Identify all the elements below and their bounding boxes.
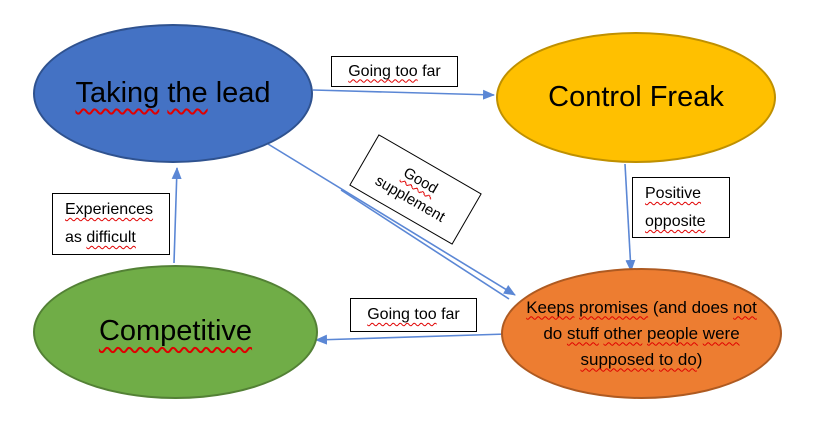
connector-good-supplement-line[interactable] bbox=[340, 189, 510, 300]
edge-label-going-too-far-bottom[interactable]: Going too far bbox=[350, 298, 477, 332]
misspelled-text-run: promises bbox=[579, 297, 649, 317]
node-taking-the-lead[interactable]: Taking the lead bbox=[33, 24, 313, 163]
text-run: ) bbox=[696, 349, 703, 369]
edge-label-text: Positive opposite bbox=[645, 185, 706, 230]
node-competitive[interactable]: Competitive bbox=[33, 265, 318, 399]
misspelled-text-run: opposite bbox=[645, 213, 706, 230]
misspelled-text-run: Positive bbox=[645, 185, 702, 202]
text-run: (and does bbox=[648, 297, 734, 317]
connector-control-to-keeps[interactable] bbox=[624, 163, 636, 272]
node-competitive-label: Competitive bbox=[99, 315, 252, 348]
misspelled-text-run: Taking bbox=[75, 76, 160, 109]
edge-label-text: Experiences as difficult bbox=[65, 201, 153, 246]
node-control-freak[interactable]: Control Freak bbox=[496, 32, 776, 163]
edge-label-positive-opposite[interactable]: Positive opposite bbox=[632, 177, 730, 238]
misspelled-text-run: Competitive bbox=[98, 315, 253, 348]
connector-keeps-to-competitive[interactable] bbox=[315, 333, 508, 345]
misspelled-text-run: Keeps bbox=[526, 297, 575, 317]
text-run: far bbox=[436, 306, 460, 323]
text-run bbox=[208, 77, 216, 109]
connector-competitive-to-taking[interactable] bbox=[171, 167, 182, 264]
text-run: do bbox=[543, 323, 567, 343]
edge-label-text: Going too far bbox=[367, 306, 460, 324]
misspelled-text-run: stuff bbox=[566, 323, 599, 343]
misspelled-text-run: not bbox=[733, 297, 757, 317]
node-keeps-promises[interactable]: Keeps promises (and does not do stuff oth… bbox=[501, 268, 782, 399]
text-run: far bbox=[417, 62, 441, 80]
misspelled-text-run: were bbox=[702, 323, 740, 343]
connector-taking-to-keeps[interactable] bbox=[267, 143, 516, 296]
connector-taking-to-control[interactable] bbox=[312, 89, 495, 100]
node-taking-the-lead-label: Taking the lead bbox=[75, 77, 270, 110]
misspelled-text-run: other bbox=[603, 323, 643, 343]
misspelled-text-run: Experiences bbox=[65, 201, 154, 218]
misspelled-text-run: the bbox=[167, 76, 208, 109]
text-run: lead bbox=[215, 76, 271, 109]
edge-label-experiences-as-difficult[interactable]: Experiences as difficult bbox=[52, 193, 170, 255]
text-run: Control Freak bbox=[548, 80, 724, 113]
edge-label-text: Going too far bbox=[348, 63, 441, 81]
misspelled-text-run: Going too bbox=[367, 306, 437, 323]
misspelled-text-run: difficult bbox=[86, 229, 136, 246]
misspelled-text-run: Going too bbox=[348, 62, 418, 80]
misspelled-text-run: supposed bbox=[580, 349, 655, 369]
misspelled-text-run: to do bbox=[658, 349, 697, 369]
misspelled-text-run: people bbox=[647, 323, 699, 343]
edge-label-going-too-far-top[interactable]: Going too far bbox=[331, 56, 458, 87]
node-control-freak-label: Control Freak bbox=[548, 81, 724, 114]
node-keeps-promises-label: Keeps promises (and does not do stuff oth… bbox=[520, 295, 763, 373]
text-run: as bbox=[65, 229, 87, 246]
